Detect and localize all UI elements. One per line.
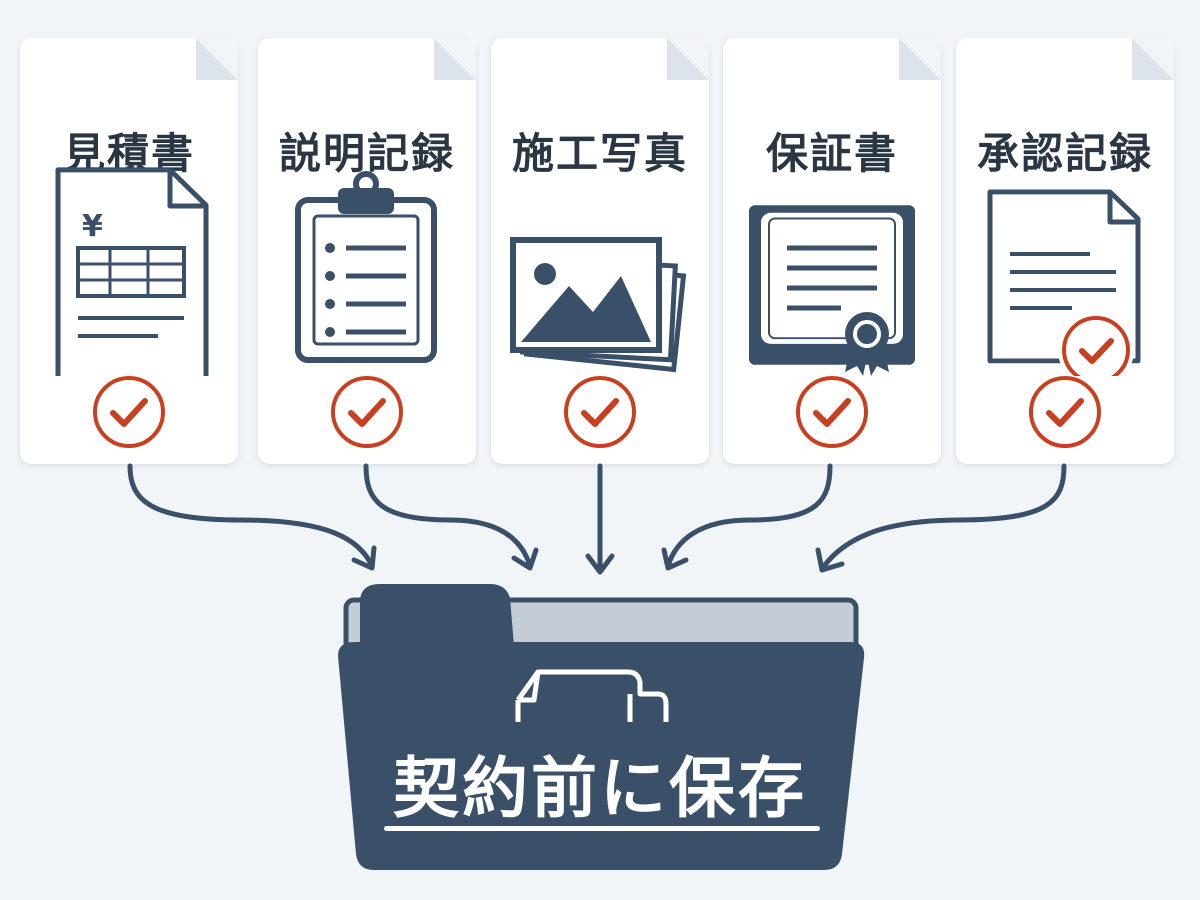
card-estimate: 見積書 ¥ xyxy=(20,38,238,464)
card-title: 説明記録 xyxy=(278,129,455,178)
page-fold-icon xyxy=(1132,38,1174,80)
page-fold-icon xyxy=(434,38,476,80)
card-title: 保証書 xyxy=(765,129,898,178)
folder-icon xyxy=(338,584,865,870)
card-warranty: 保証書 xyxy=(723,38,941,464)
check-icon xyxy=(1029,376,1101,448)
photo-stack-icon xyxy=(510,237,687,373)
card-construction-photos: 施工写真 xyxy=(491,38,709,464)
card-title: 承認記録 xyxy=(976,129,1153,178)
page-fold-icon xyxy=(667,38,709,80)
yen-symbol: ¥ xyxy=(82,209,103,244)
arrow-1 xyxy=(127,463,375,569)
check-icon xyxy=(331,376,403,448)
clipboard-checklist-icon xyxy=(295,171,437,363)
check-icon xyxy=(564,376,636,448)
page-fold-icon xyxy=(899,38,941,80)
check-icon xyxy=(93,376,165,448)
arrow-4 xyxy=(665,463,833,569)
folder-label-underline xyxy=(384,826,820,831)
certificate-ribbon-icon xyxy=(749,205,915,376)
arrow-5 xyxy=(821,463,1067,569)
approved-document-icon xyxy=(987,189,1141,376)
folder-label: 契約前に保存 xyxy=(393,750,807,827)
page-fold-icon xyxy=(196,38,238,80)
estimate-document-icon: ¥ xyxy=(55,167,209,376)
card-explanation-record: 説明記録 xyxy=(258,38,476,464)
check-icon xyxy=(796,376,868,448)
arrow-2 xyxy=(363,463,533,569)
card-approval-record: 承認記録 xyxy=(956,38,1174,464)
card-title: 施工写真 xyxy=(511,129,688,178)
